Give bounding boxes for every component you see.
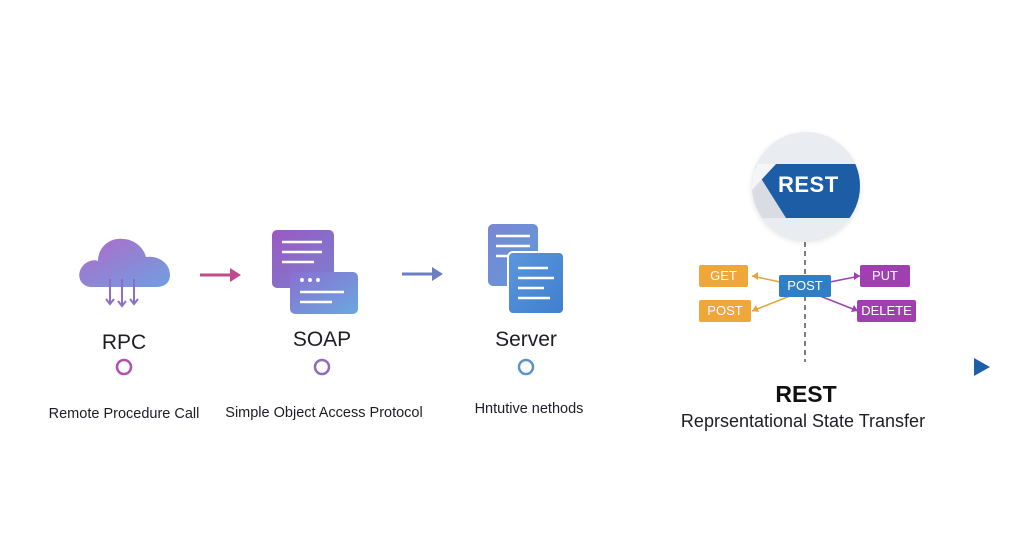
document-icon (272, 230, 358, 314)
timeline-node-soap (313, 358, 331, 376)
rest-subtitle: Reprsentational State Transfer (680, 411, 926, 431)
method-post-left: POST (699, 300, 751, 322)
rest-title: REST (775, 381, 837, 407)
arrow-soap-server (402, 267, 443, 281)
stage-subtitle-server: Hntutive nethods (474, 401, 584, 417)
stage-title-soap: SOAP (292, 328, 352, 351)
timeline-node-rpc (115, 358, 133, 376)
stage-title-server: Server (495, 328, 557, 351)
method-post-center: POST (779, 275, 831, 297)
timeline-node-server (517, 358, 535, 376)
cloud-icon (79, 238, 170, 308)
method-get: GET (699, 265, 748, 287)
server-documents-icon (488, 224, 565, 315)
rest-badge-graphic (752, 164, 860, 218)
rest-badge-icon (752, 132, 860, 240)
stage-subtitle-rpc: Remote Procedure Call (48, 406, 200, 422)
method-delete: DELETE (857, 300, 916, 322)
timeline-arrowhead (974, 358, 990, 376)
stage-title-rpc: RPC (101, 331, 147, 354)
arrow-rpc-soap (200, 268, 241, 282)
stage-subtitle-soap: Simple Object Access Protocol (225, 405, 423, 421)
method-put: PUT (860, 265, 910, 287)
rest-badge-text: REST (778, 172, 839, 197)
